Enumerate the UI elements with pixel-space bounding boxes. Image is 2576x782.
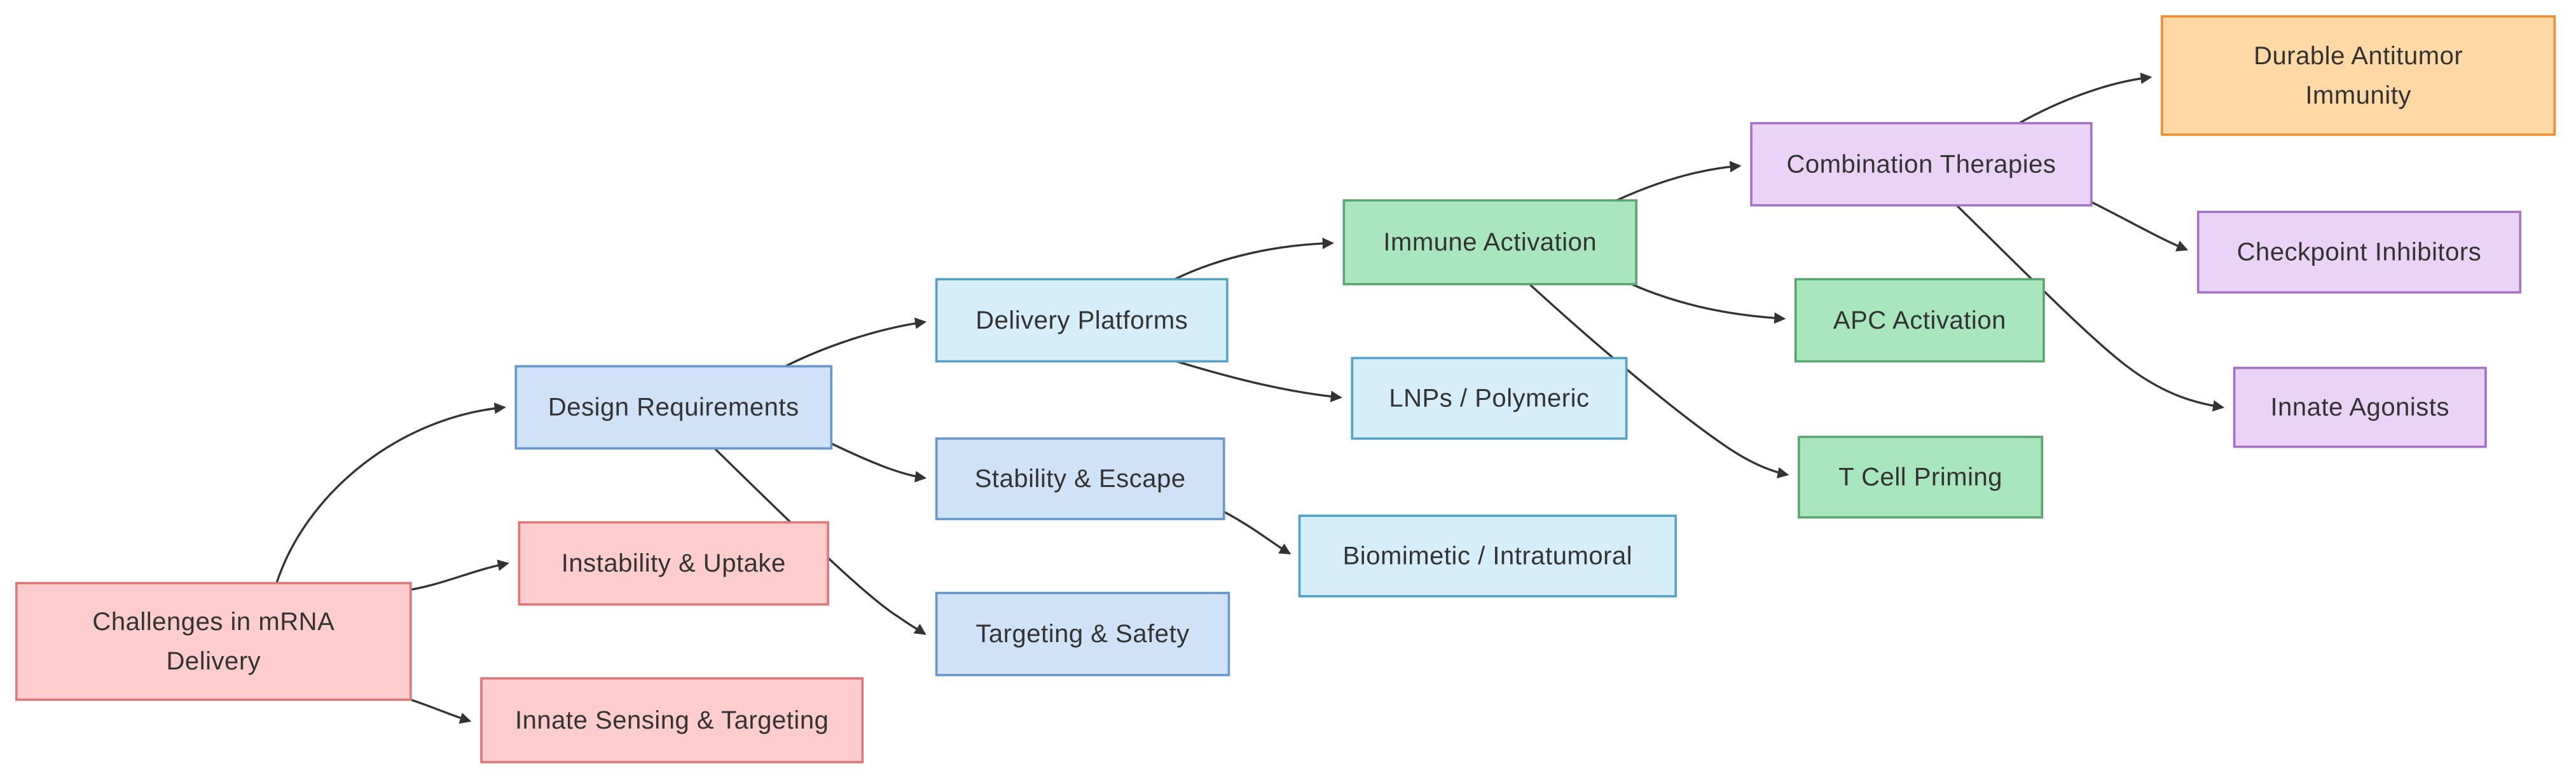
edges-layer [275, 72, 2225, 724]
edge-delivery-platforms-to-immune-activation [1174, 237, 1334, 280]
edge-delivery-platforms-to-lnps-polymeric [1176, 360, 1342, 402]
node-label-targeting-safety: Targeting & Safety [975, 620, 1189, 648]
node-lnps-polymeric: LNPs / Polymeric [1351, 357, 1628, 440]
node-label-delivery-platforms: Delivery Platforms [975, 306, 1188, 334]
node-instability-uptake: Instability & Uptake [518, 521, 829, 606]
node-box-lnps-polymeric [1351, 357, 1628, 440]
edge-challenges-to-innate-sensing-targeting [410, 698, 472, 724]
node-label-immune-activation: Immune Activation [1383, 228, 1597, 256]
node-label-combination-therapies: Combination Therapies [1786, 150, 2056, 178]
node-label-biomimetic-intratumoral: Biomimetic / Intratumoral [1343, 542, 1633, 570]
edge-challenges-to-design-requirements [275, 402, 506, 586]
node-checkpoint-inhibitors: Checkpoint Inhibitors [2196, 210, 2521, 294]
node-biomimetic-intratumoral: Biomimetic / Intratumoral [1298, 514, 1677, 598]
node-box-durable-antitumor-immunity [2161, 15, 2556, 136]
node-label-innate-agonists: Innate Agonists [2271, 394, 2450, 422]
node-box-innate-agonists [2233, 366, 2487, 448]
node-box-design-requirements [514, 365, 833, 450]
node-t-cell-priming: T Cell Priming [1798, 436, 2044, 519]
edge-stability-escape-to-biomimetic-intratumoral [1222, 509, 1291, 555]
node-box-combination-therapies [1750, 121, 2093, 207]
node-label-stability-escape: Stability & Escape [975, 465, 1186, 493]
node-design-requirements: Design Requirements [514, 365, 833, 450]
node-label-innate-sensing-targeting: Innate Sensing & Targeting [515, 706, 829, 734]
node-targeting-safety: Targeting & Safety [935, 591, 1230, 676]
node-box-challenges [15, 582, 412, 701]
node-box-checkpoint-inhibitors [2196, 210, 2521, 294]
edge-combination-therapies-to-durable-antitumor-immunity [2018, 72, 2152, 125]
node-combination-therapies: Combination Therapies [1750, 121, 2093, 207]
node-apc-activation: APC Activation [1794, 278, 2045, 363]
node-box-apc-activation [1794, 278, 2045, 363]
edge-design-requirements-to-delivery-platforms [785, 317, 927, 367]
node-innate-sensing-targeting: Innate Sensing & Targeting [480, 677, 864, 764]
node-immune-activation: Immune Activation [1342, 199, 1638, 285]
node-box-delivery-platforms [935, 278, 1229, 363]
node-box-biomimetic-intratumoral [1298, 514, 1677, 598]
node-box-instability-uptake [518, 521, 829, 606]
node-delivery-platforms: Delivery Platforms [935, 278, 1229, 363]
node-box-stability-escape [935, 437, 1225, 521]
node-label-design-requirements: Design Requirements [548, 394, 799, 422]
edge-design-requirements-to-targeting-safety [713, 448, 926, 635]
node-box-t-cell-priming [1798, 436, 2044, 519]
node-box-targeting-safety [935, 591, 1230, 676]
node-label-apc-activation: APC Activation [1833, 306, 2006, 334]
edge-combination-therapies-to-innate-agonists [1955, 204, 2225, 412]
node-stability-escape: Stability & Escape [935, 437, 1225, 521]
edge-combination-therapies-to-checkpoint-inhibitors [2091, 201, 2189, 252]
node-box-immune-activation [1342, 199, 1638, 285]
edge-immune-activation-to-t-cell-priming [1529, 283, 1789, 479]
node-box-innate-sensing-targeting [480, 677, 864, 764]
node-label-checkpoint-inhibitors: Checkpoint Inhibitors [2237, 238, 2482, 266]
node-label-lnps-polymeric: LNPs / Polymeric [1389, 385, 1589, 413]
node-label-instability-uptake: Instability & Uptake [561, 549, 786, 577]
edge-immune-activation-to-apc-activation [1630, 283, 1786, 324]
edge-immune-activation-to-combination-therapies [1616, 161, 1742, 202]
node-innate-agonists: Innate Agonists [2233, 366, 2487, 448]
edge-design-requirements-to-stability-escape [830, 442, 927, 483]
node-label-t-cell-priming: T Cell Priming [1838, 463, 2002, 491]
edge-challenges-to-instability-uptake [410, 559, 509, 591]
